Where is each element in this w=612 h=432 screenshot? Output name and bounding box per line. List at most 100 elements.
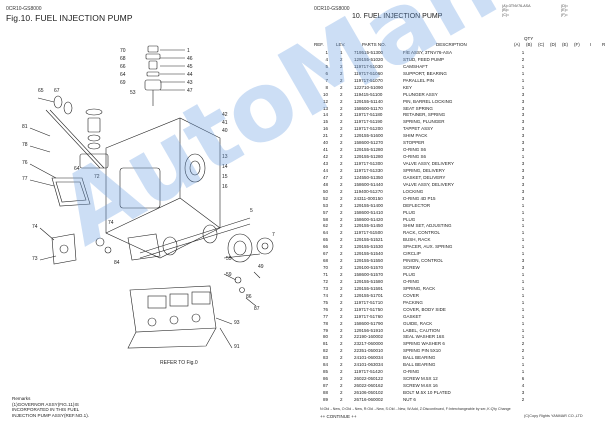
description-cell: PLUG bbox=[403, 272, 416, 277]
lev-cell: 2 bbox=[340, 313, 343, 319]
refer-text: REFER TO Fig.0 bbox=[160, 360, 198, 366]
qty-cell: 6 bbox=[521, 376, 525, 382]
description-cell: LOCKING bbox=[403, 188, 424, 194]
part-no-cell: 122710-51090 bbox=[354, 84, 384, 90]
qty-cell: 3 bbox=[521, 91, 525, 97]
ref-cell: 40 bbox=[322, 140, 328, 146]
qty-cell: 3 bbox=[521, 258, 525, 264]
qty-cell: 1 bbox=[521, 237, 525, 243]
header-parts: PARTS NO. bbox=[362, 42, 386, 47]
ref-cell: 1 bbox=[325, 50, 328, 55]
legend-a: (A)=3TNV76-ASA bbox=[502, 4, 531, 8]
part-no-cell: 129155-51450 bbox=[354, 223, 384, 229]
qty-cell: 2 bbox=[521, 56, 525, 62]
part-no-cell: 129155-51140 bbox=[354, 98, 383, 104]
qty-cell: 1 bbox=[521, 70, 525, 76]
lev-cell: 2 bbox=[340, 348, 343, 354]
part-no-cell: 119717-51180 bbox=[354, 112, 383, 118]
part-no-cell: 129155-51530 bbox=[354, 244, 384, 250]
legend-e: (E)= bbox=[561, 8, 568, 13]
callout-label: 44 bbox=[187, 72, 193, 78]
part-no-cell: 119717-51330 bbox=[354, 167, 383, 173]
description-cell: SPRING PIN 5X10 bbox=[403, 348, 441, 354]
ref-cell: 86 bbox=[322, 376, 328, 382]
continue-marker: ++ CONTINUE ++ bbox=[320, 414, 357, 419]
lev-cell: 2 bbox=[340, 265, 343, 271]
lev-cell: 2 bbox=[340, 258, 343, 264]
callout-label: 43 bbox=[187, 80, 193, 86]
part-no-cell: 26022-060162 bbox=[354, 383, 384, 388]
description-cell: PACKING bbox=[403, 299, 423, 305]
lev-cell: 2 bbox=[340, 320, 343, 326]
legend-b: (B)= bbox=[502, 8, 509, 13]
diagram-callouts: 1 46 45 44 43 47 70 68 66 64 69 53 65 67… bbox=[22, 48, 275, 366]
qty-cell: 1 bbox=[521, 306, 525, 312]
callout-label: 74 bbox=[32, 224, 38, 230]
lev-cell: 2 bbox=[340, 389, 343, 395]
callout-label: 13 bbox=[222, 154, 228, 160]
description-cell: O-RING bbox=[403, 369, 420, 375]
description-cell: STOPPER bbox=[403, 140, 425, 146]
qty-cell: 3 bbox=[521, 112, 525, 118]
callout-label: 93 bbox=[234, 320, 240, 326]
ref-cell: 78 bbox=[322, 320, 328, 326]
callout-label: 68 bbox=[120, 56, 126, 62]
ref-cell: 41 bbox=[322, 147, 328, 153]
qty-cell: 1 bbox=[521, 202, 525, 208]
description-cell: RACK, CONTROL bbox=[403, 230, 441, 236]
qty-cell: 1 bbox=[521, 84, 525, 90]
callout-label: 64 bbox=[74, 166, 80, 172]
qty-cell: 1 bbox=[521, 50, 525, 55]
ref-cell: 71 bbox=[322, 272, 328, 277]
callout-label: 46 bbox=[187, 56, 193, 62]
part-no-cell: 158600-51170 bbox=[354, 105, 383, 111]
qty-cell: 3 bbox=[521, 119, 525, 125]
lev-cell: 2 bbox=[340, 56, 343, 62]
lev-cell: 2 bbox=[340, 63, 343, 69]
lev-cell: 2 bbox=[340, 195, 343, 201]
header-col-c: (C) bbox=[538, 42, 545, 47]
part-no-cell: 129155-51540 bbox=[354, 251, 384, 257]
lev-cell: 2 bbox=[340, 119, 343, 125]
callout-label: 14 bbox=[222, 164, 228, 170]
callout-label: 91 bbox=[234, 344, 240, 350]
part-no-cell: 119717-51060 bbox=[354, 70, 383, 76]
part-no-cell: 129155-51280 bbox=[354, 147, 384, 153]
lev-cell: 2 bbox=[340, 292, 343, 298]
description-cell: BUSH, RACK bbox=[403, 237, 431, 243]
part-no-cell: 119717-51070 bbox=[354, 77, 383, 83]
part-no-cell: 129155-51400 bbox=[354, 202, 384, 208]
description-cell: COVER bbox=[403, 292, 420, 298]
description-cell: CIRCLIP bbox=[403, 251, 421, 257]
model-legend: (A)=3TNV76-ASA (B)= (C)= bbox=[502, 4, 530, 17]
qty-header: QTY bbox=[524, 36, 534, 41]
part-no-cell: 119717-51760 bbox=[354, 313, 383, 319]
description-cell: BOLT M.5X 10 PLATED bbox=[403, 389, 451, 395]
part-no-cell: 129155-51600 bbox=[354, 133, 384, 139]
description-cell: SEAL WASHER 16S bbox=[403, 334, 445, 340]
remarks-box: Remarks (1)GOVERNOR ASSY(FIG.11)IS INCOR… bbox=[12, 396, 89, 418]
ref-cell: 70 bbox=[322, 265, 328, 271]
description-cell: PINION, CONTROL bbox=[403, 258, 444, 264]
part-no-cell: 22351-050010 bbox=[354, 348, 384, 354]
qty-cell: 1 bbox=[521, 63, 525, 69]
ref-cell: 13 bbox=[322, 105, 328, 111]
part-no-cell: 119717-51200 bbox=[354, 126, 383, 132]
lev-cell: 2 bbox=[340, 251, 343, 257]
part-no-cell: 129155-51701 bbox=[354, 292, 384, 298]
lev-cell: 2 bbox=[340, 154, 343, 160]
lev-cell: 2 bbox=[340, 98, 343, 104]
part-no-cell: 129155-51591 bbox=[354, 285, 384, 291]
qty-cell: 3 bbox=[521, 105, 525, 111]
description-cell: GASKET, DELIVERY bbox=[403, 174, 446, 180]
callout-label: 42 bbox=[222, 112, 228, 118]
qty-cell: 3 bbox=[521, 174, 525, 180]
